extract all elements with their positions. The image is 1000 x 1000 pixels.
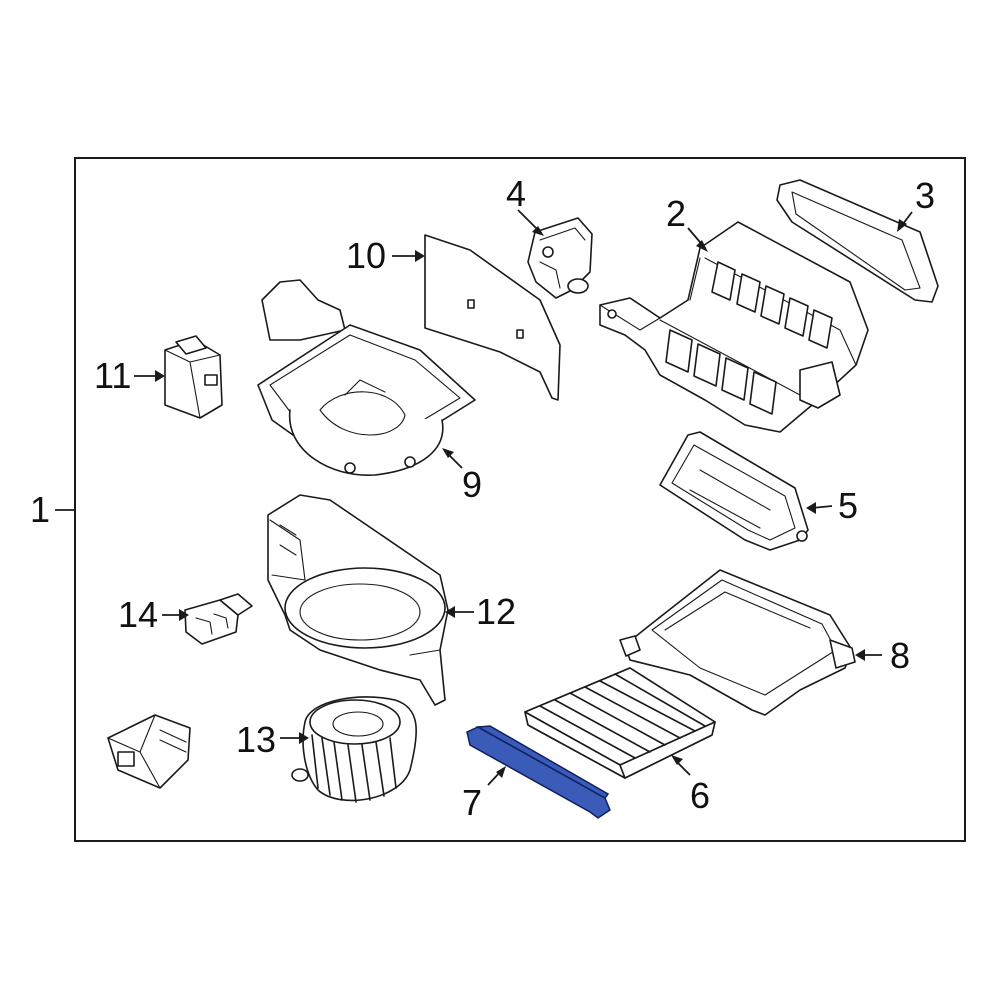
part-8-tray[interactable] <box>619 569 856 716</box>
callout-4: 4 <box>506 173 526 214</box>
part-14-resistor[interactable] <box>184 593 253 645</box>
connector-part[interactable] <box>107 714 191 789</box>
callout-8: 8 <box>890 635 910 676</box>
assembly-frame <box>74 157 966 842</box>
callout-12: 12 <box>476 591 516 632</box>
callout-11: 11 <box>94 355 131 396</box>
part-11-module[interactable] <box>164 335 223 419</box>
callout-14: 14 <box>118 594 158 635</box>
leaders <box>134 209 913 786</box>
part-13-motor[interactable] <box>291 696 418 803</box>
part-5-cover[interactable] <box>659 431 809 551</box>
part-4-actuator[interactable] <box>527 217 593 299</box>
callout-1: 1 <box>30 489 50 530</box>
callout-2: 2 <box>666 193 686 234</box>
part-7-seal-strip[interactable] <box>466 725 611 819</box>
part-6-filter[interactable] <box>524 667 716 779</box>
part-12-housing[interactable] <box>267 494 449 706</box>
callout-9: 9 <box>462 464 482 505</box>
callout-13: 13 <box>236 719 276 760</box>
part-9-housing[interactable] <box>257 279 476 476</box>
callout-6: 6 <box>690 775 710 816</box>
callout-10: 10 <box>346 235 386 276</box>
callout-5: 5 <box>838 485 858 526</box>
part-10-panel[interactable] <box>424 234 561 401</box>
part-2-case[interactable] <box>599 221 869 433</box>
callout-3: 3 <box>915 175 935 216</box>
callout-labels: 1 2 3 4 5 6 7 8 9 10 11 12 13 14 <box>30 173 935 823</box>
part-3-seal[interactable] <box>776 179 939 303</box>
callout-7: 7 <box>462 782 482 823</box>
